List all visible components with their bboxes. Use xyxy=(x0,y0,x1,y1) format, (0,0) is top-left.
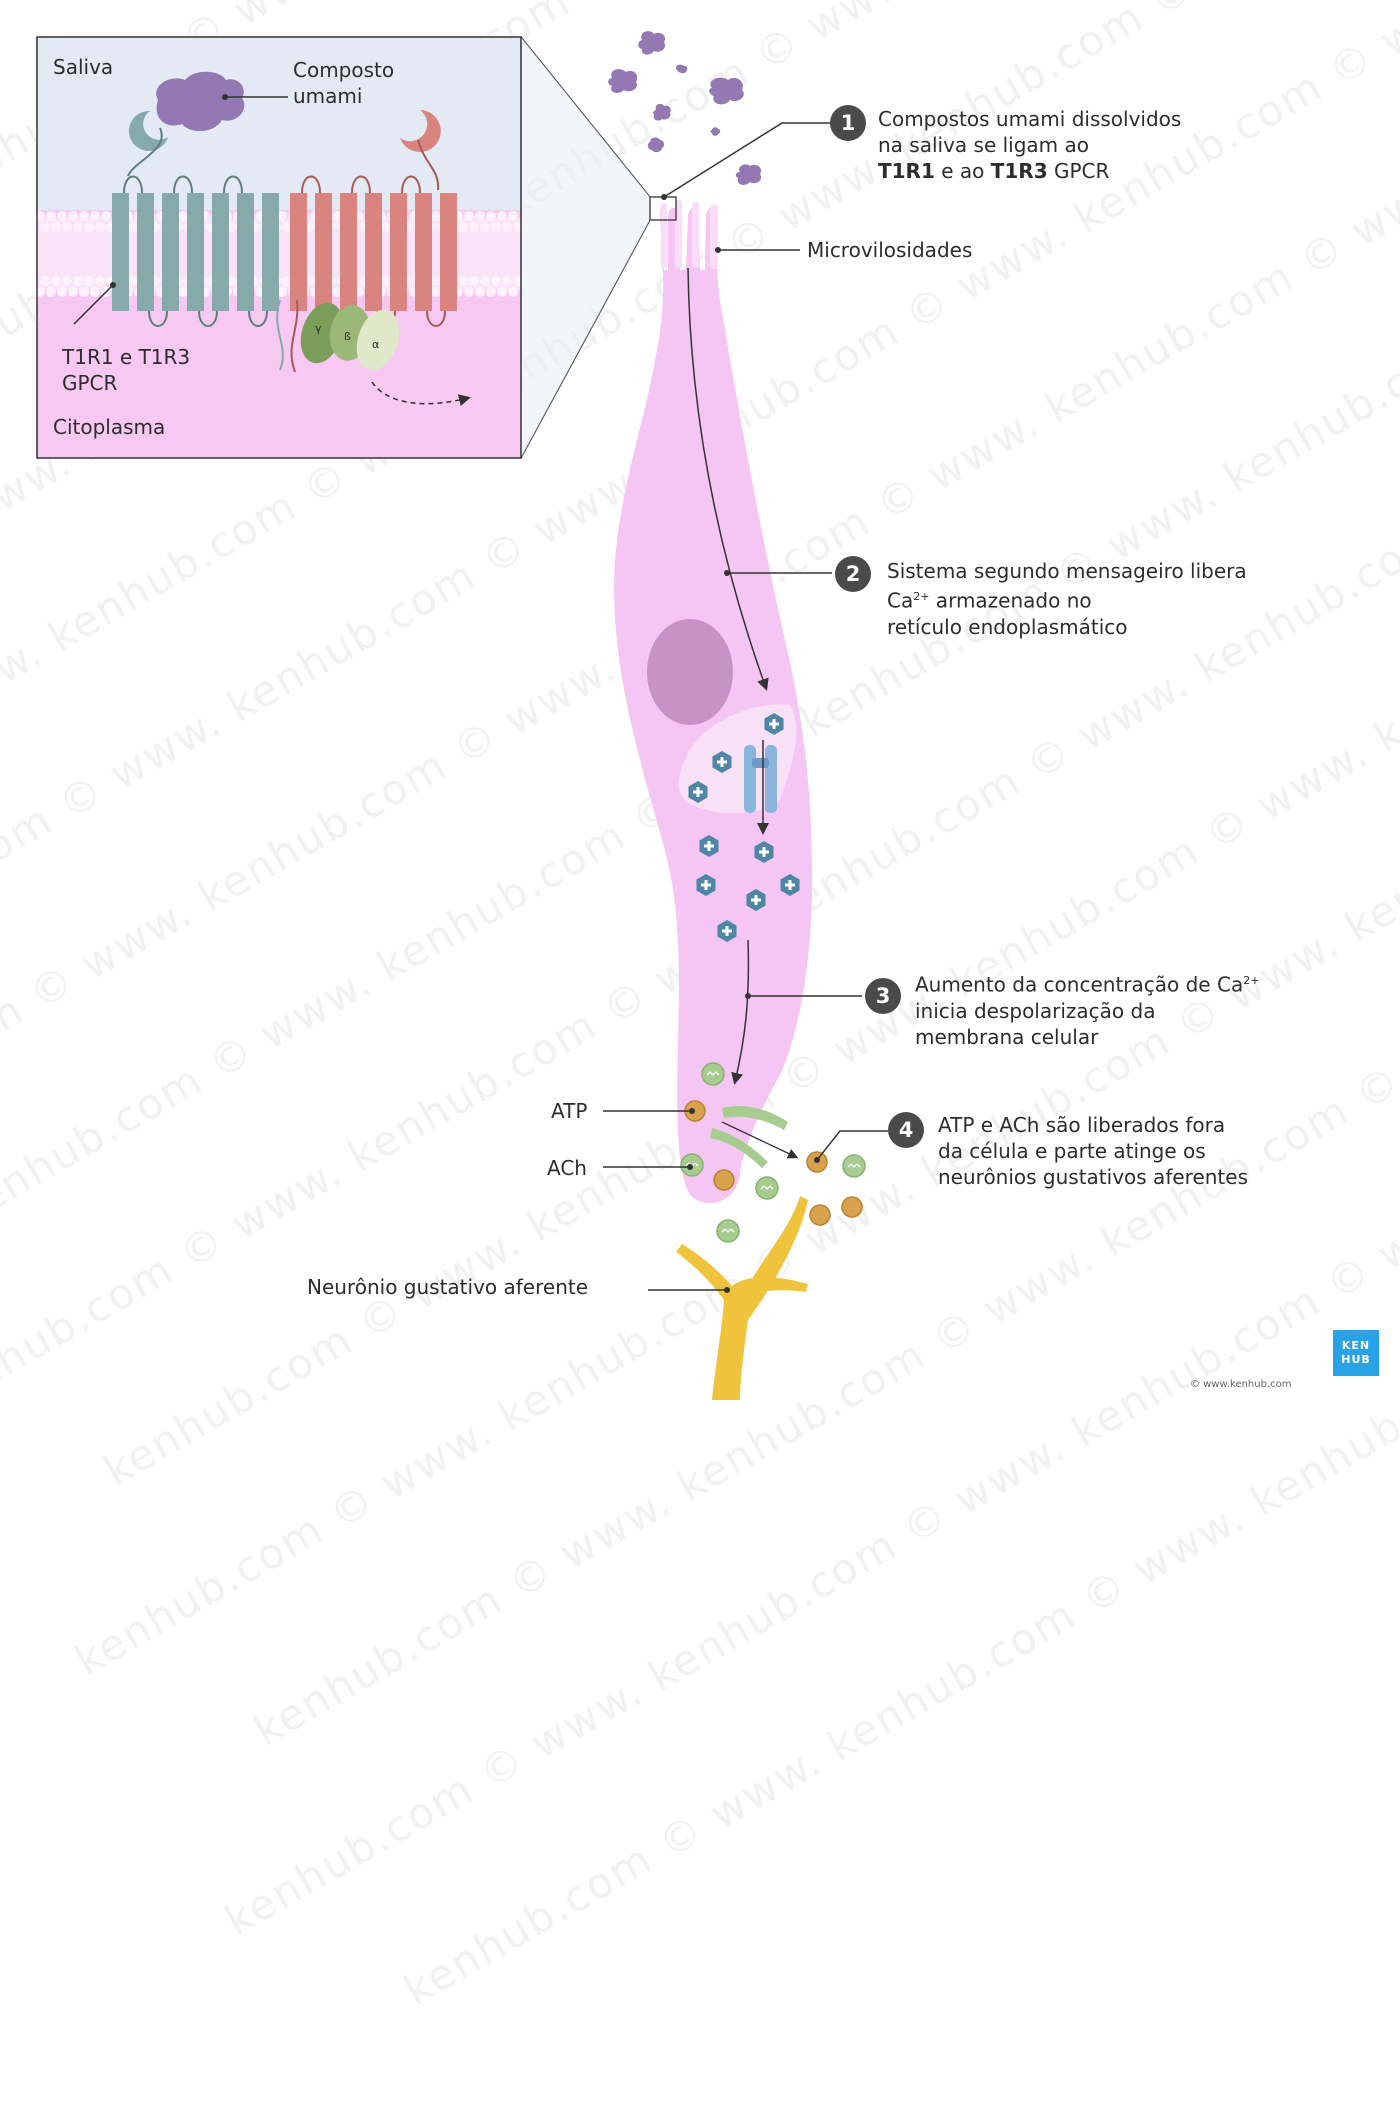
receptor-helix xyxy=(187,193,204,311)
receptor-helix xyxy=(162,193,179,311)
step-4-line2: da célula e parte atinge os xyxy=(938,1139,1206,1163)
step-3-line3: membrana celular xyxy=(915,1024,1099,1049)
t1r3-binding-domain xyxy=(400,110,441,191)
callout-lines xyxy=(603,122,888,1291)
g-gamma-label: γ xyxy=(315,322,322,335)
atp-molecule xyxy=(809,1204,831,1226)
calcium-ion xyxy=(712,751,732,773)
umami-molecules xyxy=(608,31,762,185)
receptor-label: T1R1 e T1R3 GPCR xyxy=(62,344,190,396)
umami-compound-label-line2: umami xyxy=(293,84,363,108)
receptor-helix xyxy=(237,193,254,311)
step-1-badge: 1 xyxy=(830,105,866,141)
atp-molecule xyxy=(841,1196,863,1218)
kenhub-logo: KEN HUB xyxy=(1333,1330,1379,1376)
receptor-helix xyxy=(137,193,154,311)
receptor-helix xyxy=(390,193,407,311)
diagram-artwork xyxy=(36,31,888,1400)
logo-line1: KEN xyxy=(1341,1339,1371,1352)
ach-label: ACh xyxy=(547,1156,587,1180)
step-2-line1: Sistema segundo mensageiro libera xyxy=(887,559,1247,583)
g-beta-label: ß xyxy=(344,330,351,343)
step-1-line3: T1R1 e ao T1R3 GPCR xyxy=(878,159,1110,183)
calcium-ion xyxy=(696,874,716,896)
calcium-ion xyxy=(688,781,708,803)
atp-molecule xyxy=(713,1169,735,1191)
vesicle-fusion xyxy=(710,1105,788,1168)
ach-molecule xyxy=(701,1062,725,1086)
receptor-helix xyxy=(365,193,382,311)
receptor-helix xyxy=(112,193,129,311)
cytoplasm-label: Citoplasma xyxy=(53,415,166,439)
atp-label: ATP xyxy=(551,1099,588,1123)
receptor-label-line2: GPCR xyxy=(62,371,118,395)
signal-arrow-3 xyxy=(731,939,750,1085)
g-alpha-label: α xyxy=(372,338,380,351)
logo-line2: HUB xyxy=(1341,1353,1371,1366)
step-1-line2: na saliva se ligam ao xyxy=(878,133,1090,157)
step-2-line2: Ca2+ armazenado no xyxy=(887,588,1092,613)
ach-molecule xyxy=(755,1176,779,1200)
receptor-helix xyxy=(290,193,307,311)
calcium-ion xyxy=(717,920,737,942)
microvilli-label: Microvilosidades xyxy=(807,238,973,262)
saliva-label: Saliva xyxy=(53,55,114,79)
step-2-text: Sistema segundo mensageiro libera Ca2+ a… xyxy=(887,558,1247,640)
afferent-neuron xyxy=(676,1196,808,1400)
copyright-text: © www.kenhub.com xyxy=(1190,1379,1292,1390)
step-1-line1: Compostos umami dissolvidos xyxy=(878,107,1182,131)
receptor-helix xyxy=(262,193,279,311)
step-3-text: Aumento da concentração de Ca2+ inicia d… xyxy=(915,968,1259,1050)
umami-compound xyxy=(156,71,245,132)
calcium-ion xyxy=(746,889,766,911)
step-4-badge: 4 xyxy=(888,1112,924,1148)
step-4-line1: ATP e ACh são liberados fora xyxy=(938,1113,1226,1137)
calcium-ion xyxy=(780,874,800,896)
umami-compound-label: Composto umami xyxy=(293,57,394,109)
ach-molecule xyxy=(716,1219,740,1243)
receptor-helix xyxy=(315,193,332,311)
step-2-line3: retículo endoplasmático xyxy=(887,614,1128,639)
inset-frame xyxy=(36,36,522,459)
g-protein xyxy=(300,302,400,371)
receptor-helix xyxy=(212,193,229,311)
step-3-badge: 3 xyxy=(865,978,901,1014)
receptor-label-line1: T1R1 e T1R3 xyxy=(62,345,191,369)
receptor-helix xyxy=(415,193,432,311)
calcium-ion xyxy=(699,835,719,857)
microvilli-tips xyxy=(661,200,718,269)
step-3-line1: Aumento da concentração de Ca2+ xyxy=(915,972,1260,997)
calcium-ion xyxy=(754,841,774,863)
step-1-text: Compostos umami dissolvidos na saliva se… xyxy=(878,106,1181,184)
step-2-badge: 2 xyxy=(835,556,871,592)
step-3-line2: inicia despolarização da xyxy=(915,998,1156,1023)
calcium-channel xyxy=(744,745,777,813)
nucleus xyxy=(647,619,733,725)
calcium-ion xyxy=(764,713,784,735)
receptor-helix xyxy=(440,193,457,311)
receptor-helix xyxy=(340,193,357,311)
t1r1-binding-domain xyxy=(127,110,168,177)
neuron-label: Neurônio gustativo aferente xyxy=(307,1275,589,1299)
zoom-cone xyxy=(521,37,650,458)
receptor-inset xyxy=(37,37,521,458)
umami-compound-label-line1: Composto xyxy=(293,58,395,82)
step-4-text: ATP e ACh são liberados fora da célula e… xyxy=(938,1112,1248,1190)
signal-arrow-1 xyxy=(687,267,769,691)
ach-molecule xyxy=(842,1154,866,1178)
step-4-line3: neurônios gustativos aferentes xyxy=(938,1165,1248,1189)
